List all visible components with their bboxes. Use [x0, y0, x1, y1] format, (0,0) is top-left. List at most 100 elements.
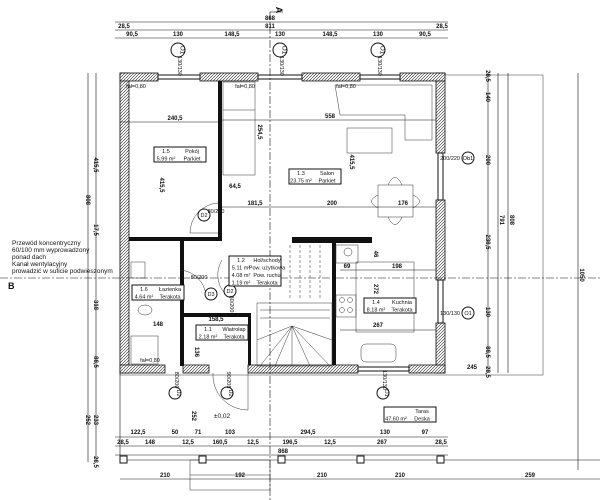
- terrace-posts: [119, 455, 445, 464]
- dimension-label: 808: [84, 195, 90, 206]
- note-line: ponad dach: [12, 254, 46, 261]
- room-floor: Terakota: [159, 295, 181, 301]
- dimension-label: 69: [344, 264, 351, 270]
- dimension-label: 97: [422, 430, 429, 436]
- dimension-label: 28,5: [118, 24, 130, 30]
- room-floor: Terakota: [223, 335, 245, 341]
- washbasin: [130, 261, 146, 279]
- sofa: [334, 84, 433, 141]
- room-area: 8.18 m²: [367, 308, 386, 314]
- door-size: 80/200: [208, 209, 225, 215]
- room-floor: Pow. ruchu: [253, 273, 280, 279]
- tag-circle: [204, 287, 218, 301]
- room-label-box: [383, 406, 437, 423]
- tag-circle: [170, 42, 186, 58]
- dimension-label: 558: [325, 114, 336, 120]
- window-size: 200/220: [440, 156, 460, 162]
- window-size: 130/130: [278, 56, 284, 76]
- room-area: 5.11 m²: [232, 266, 250, 272]
- dimension-label: 200: [327, 201, 338, 207]
- room-area: 1.19 m²: [232, 281, 251, 287]
- dimension-label: 46: [372, 251, 378, 258]
- window-size: 130/130: [176, 56, 182, 76]
- dimension-label: 130: [275, 32, 286, 38]
- room-name: Salon: [320, 171, 334, 177]
- dimension-label: 28,5: [117, 440, 129, 446]
- axis-a-label: A: [274, 7, 284, 14]
- room-area: 2.18 m²: [199, 335, 218, 341]
- door-size: 80/200: [173, 372, 179, 389]
- dimension-label: 272: [372, 284, 378, 295]
- door-tag-d2: D2: [227, 389, 233, 396]
- dimension-label: 267: [373, 323, 384, 329]
- dimension-label: 318: [92, 300, 98, 311]
- dimension-label: 238,5: [484, 234, 490, 250]
- kitchen-island: [355, 261, 415, 333]
- room-name: Wiatrołap: [222, 327, 245, 333]
- stove: [335, 294, 357, 318]
- dimension-label: 808: [508, 215, 514, 226]
- wall-pokoj: [218, 81, 222, 241]
- room-floor: Parkiet: [318, 179, 336, 185]
- walls: [0, 11, 600, 500]
- post-spacing-label: 259: [525, 473, 536, 479]
- window-size: 130/130: [376, 56, 382, 76]
- dimension-label: 415,5: [348, 154, 354, 170]
- room-label-box: [131, 284, 185, 301]
- window-tag-o1: O1: [179, 46, 186, 55]
- tag-circle: [376, 386, 390, 400]
- dimension-label: 122,5: [130, 430, 146, 436]
- dimension-label: 196,5: [282, 440, 298, 446]
- room-area: 23.75 m²: [290, 179, 312, 185]
- tag-circle: [197, 208, 211, 222]
- door-tag-d2: D2: [226, 289, 233, 295]
- dimension-label: 158,5: [208, 317, 224, 323]
- opening-tag-circles: [168, 42, 475, 400]
- dimension-label: 254,5: [256, 124, 262, 140]
- window-tag-o1: O1: [281, 46, 288, 55]
- dimension-label: 791: [498, 215, 504, 226]
- room-number: 1.2: [237, 258, 245, 264]
- tag-circle: [461, 151, 475, 165]
- dimension-label: 28,5: [435, 440, 447, 446]
- post-spacing-label: 192: [235, 473, 246, 479]
- chimney-wall: [292, 237, 372, 243]
- dimension-label: 252: [190, 411, 196, 422]
- dimension-label: 200: [484, 155, 490, 166]
- dimension-label: 12,5: [247, 440, 259, 446]
- post-spacing-label: 210: [317, 473, 328, 479]
- dimension-label: 415,5: [92, 157, 98, 173]
- dimension-label: 64,5: [229, 184, 241, 190]
- room-floor: Terakota: [391, 308, 413, 314]
- sill-height-label: fał=0,80: [140, 358, 160, 364]
- room-name: Taras: [415, 409, 429, 415]
- dimension-label: 17,5: [92, 224, 98, 236]
- window-tag-ob1: Ob1: [463, 156, 473, 162]
- tag-circle: [370, 42, 386, 58]
- dimension-lines: [87, 11, 600, 480]
- dimension-label: 868: [265, 16, 276, 22]
- dimension-label: 267: [377, 440, 388, 446]
- dimension-label: 415,5: [158, 177, 164, 193]
- note-line: Przewód koncentryczny: [12, 240, 81, 247]
- dimension-label: 240,5: [167, 116, 183, 122]
- room-name: Pokój: [185, 149, 199, 155]
- dimension-label: 90,5: [126, 32, 138, 38]
- room-floor: Pow. użytkowa: [249, 266, 286, 272]
- room-label-box: [228, 255, 282, 287]
- note-line: prowadzić w suficie podwieszonym: [12, 268, 113, 275]
- room-floor: Deska: [414, 417, 431, 423]
- dimension-label: 103: [225, 430, 236, 436]
- room-name: Hol/schody: [253, 258, 280, 264]
- axis-b-label: B: [8, 281, 15, 291]
- room-area: 4.08 m²: [232, 273, 251, 279]
- sill-height-label: fał=0,80: [336, 84, 356, 90]
- wardrobe: [222, 81, 256, 176]
- dimension-label: 90,5: [419, 32, 431, 38]
- window-size: 130/130: [381, 370, 387, 390]
- dimension-label: 233: [92, 415, 98, 426]
- dimension-label: 130: [484, 307, 490, 318]
- dimension-label: 148,5: [322, 32, 338, 38]
- window-tag-o1: O1: [464, 311, 471, 317]
- dining-table: [377, 184, 414, 218]
